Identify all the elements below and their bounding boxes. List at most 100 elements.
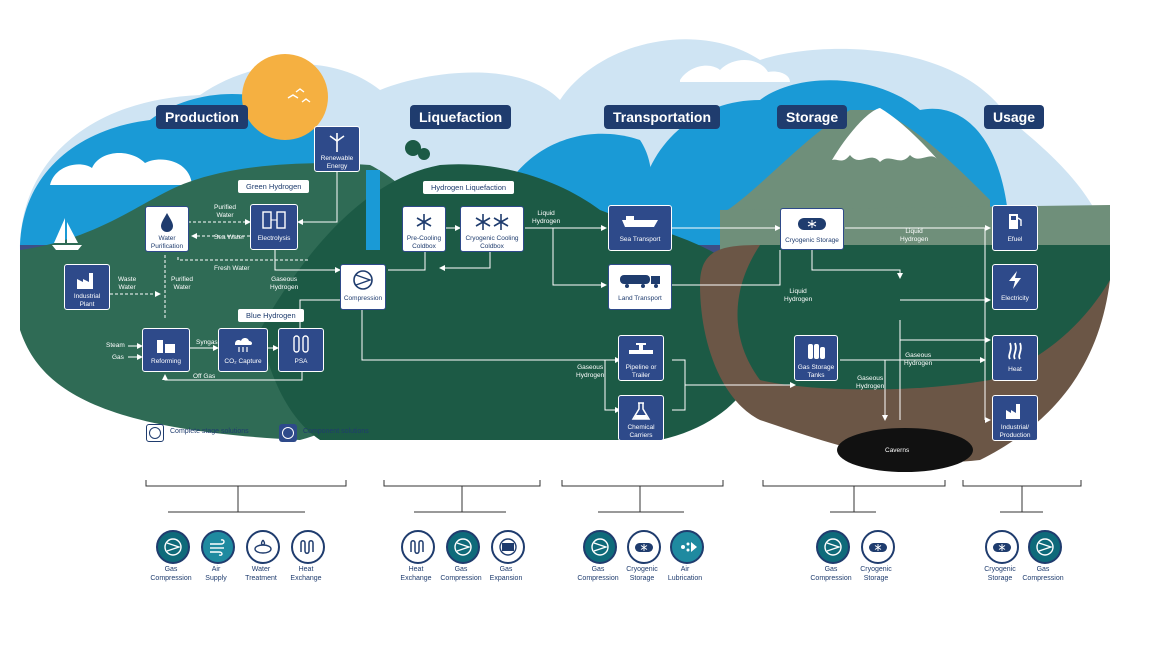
component-label-line: Storage — [987, 574, 1013, 582]
heat-label: Heat — [1008, 366, 1022, 373]
node-co2-capture[interactable]: CO₂ Capture — [218, 328, 268, 372]
compressor-icon — [1035, 537, 1055, 557]
snow-cap — [832, 108, 938, 162]
component-label-line: Gas — [824, 566, 838, 573]
component-storage-compressor-icon[interactable] — [816, 530, 850, 564]
stage-title-production: Production — [156, 105, 248, 129]
pre-cooling-label-2: Coldbox — [412, 242, 436, 250]
factory-icon — [75, 269, 99, 291]
component-storage-cryogenic-storage-icon[interactable] — [861, 530, 895, 564]
waterfall — [366, 170, 380, 250]
caverns-shape — [837, 428, 973, 472]
water-purification-label-2: Purification — [150, 242, 184, 250]
electricity-label: Electricity — [1001, 295, 1029, 302]
heat-exchange-icon — [298, 537, 318, 557]
tree — [405, 140, 421, 156]
node-compression[interactable]: Compression — [340, 264, 386, 310]
component-production-compressor-icon[interactable] — [156, 530, 190, 564]
industrial-factory-icon — [1004, 400, 1026, 422]
chemical-carriers-label-1: Chemical — [627, 424, 655, 431]
electrolysis-icon — [260, 209, 288, 231]
tree-2 — [418, 148, 430, 160]
node-chemical-carriers[interactable]: Chemical Carriers — [618, 395, 664, 441]
node-industrial-production[interactable]: Industrial/ Production — [992, 395, 1038, 441]
node-cryogenic-cooling-coldbox[interactable]: Cryogenic Cooling Coldbox — [460, 206, 524, 252]
flow-gas: Gas — [112, 354, 124, 361]
stage-title-liquefaction: Liquefaction — [410, 105, 512, 129]
node-pre-cooling-coldbox[interactable]: Pre-Cooling Coldbox — [402, 206, 446, 252]
node-cryogenic-storage[interactable]: Cryogenic Storage — [780, 208, 844, 250]
cloud-top-right — [680, 60, 790, 82]
pipeline-icon — [628, 340, 654, 362]
flow-gaseous-hydrogen-right1-a: Gaseous — [905, 352, 932, 359]
component-transportation-air-lubrication-icon[interactable] — [670, 530, 704, 564]
node-renewable-energy[interactable]: Renewable Energy — [314, 126, 360, 172]
component-label-line: Exchange — [290, 574, 322, 582]
psa-vessels-icon — [290, 333, 312, 355]
component-label-line: Storage — [629, 574, 655, 582]
flow-liquid-hydrogen-2-b: Hydrogen — [900, 235, 929, 243]
flow-liquid-hydrogen-2-a: Liquid — [905, 228, 923, 235]
line-fresh-water — [177, 257, 310, 261]
node-electricity[interactable]: Electricity — [992, 264, 1038, 310]
component-label-line: Supply — [205, 574, 227, 582]
component-usage-compressor-icon[interactable] — [1028, 530, 1062, 564]
node-electrolysis[interactable]: Electrolysis — [250, 204, 298, 250]
stage-title-storage: Storage — [777, 105, 848, 129]
line-compression-gaseous — [361, 310, 621, 363]
pipeline-label-2: Trailer — [631, 371, 651, 379]
line-psa-up — [299, 299, 340, 328]
cloud-capture-icon — [231, 333, 255, 355]
component-production-air-supply-icon[interactable] — [201, 530, 235, 564]
flow-liquid-hydrogen-1-b: Hydrogen — [532, 217, 561, 225]
component-label-line: Expansion — [489, 574, 523, 582]
component-label-line: Compression — [577, 574, 619, 582]
node-efuel[interactable]: Efuel — [992, 205, 1038, 251]
node-heat[interactable]: Heat — [992, 335, 1038, 381]
flow-purified-water-mid: Purified Water — [171, 276, 193, 291]
cryogenic-storage-icon — [991, 537, 1013, 557]
flow-purified-water-mid-1: Purified — [171, 276, 194, 283]
sea-transport-label: Sea Transport — [619, 236, 661, 243]
node-gas-storage-tanks[interactable]: Gas Storage Tanks — [794, 335, 838, 381]
component-label-line: Air — [680, 566, 690, 573]
cloud-left — [50, 152, 192, 185]
gas-storage-label-1: Gas Storage — [797, 364, 835, 371]
component-usage-cryogenic-storage-icon[interactable] — [985, 530, 1019, 564]
sailboat — [52, 218, 82, 250]
flow-waste-water-2: Water — [118, 283, 136, 291]
component-liquefaction-expander-icon[interactable] — [491, 530, 525, 564]
component-label-line: Compression — [440, 574, 482, 582]
component-liquefaction-heat-exchange-icon[interactable] — [401, 530, 435, 564]
flow-gaseous-hydrogen-right1-b: Hydrogen — [904, 359, 933, 367]
component-production-water-treatment-icon[interactable] — [246, 530, 280, 564]
pipeline-label-1: Pipeline or — [625, 364, 657, 371]
heat-waves-icon — [1005, 340, 1025, 362]
component-label-line: Cryogenic — [860, 566, 892, 573]
component-label-line: Cryogenic — [626, 566, 658, 573]
line-off-gas — [162, 372, 303, 381]
node-industrial-plant[interactable]: Industrial Plant — [64, 264, 110, 310]
node-psa[interactable]: PSA — [278, 328, 324, 372]
birds — [287, 88, 311, 103]
sun — [242, 54, 328, 140]
line-electrolysis-to-compression — [274, 248, 341, 273]
node-reforming[interactable]: Reforming — [142, 328, 190, 372]
node-land-transport[interactable]: Land Transport — [608, 264, 672, 310]
node-sea-transport[interactable]: Sea Transport — [608, 205, 672, 251]
component-transportation-compressor-icon[interactable] — [583, 530, 617, 564]
caverns-label: Caverns — [885, 447, 910, 454]
node-water-purification[interactable]: Water Purification — [145, 206, 189, 252]
flow-purified-water-top-2: Water — [216, 211, 234, 219]
compressor-icon — [590, 537, 610, 557]
component-liquefaction-compressor-icon[interactable] — [446, 530, 480, 564]
component-transportation-cryogenic-storage-icon[interactable] — [627, 530, 661, 564]
component-production-heat-exchange-icon[interactable] — [291, 530, 325, 564]
node-pipeline-or-trailer[interactable]: Pipeline or Trailer — [618, 335, 664, 381]
